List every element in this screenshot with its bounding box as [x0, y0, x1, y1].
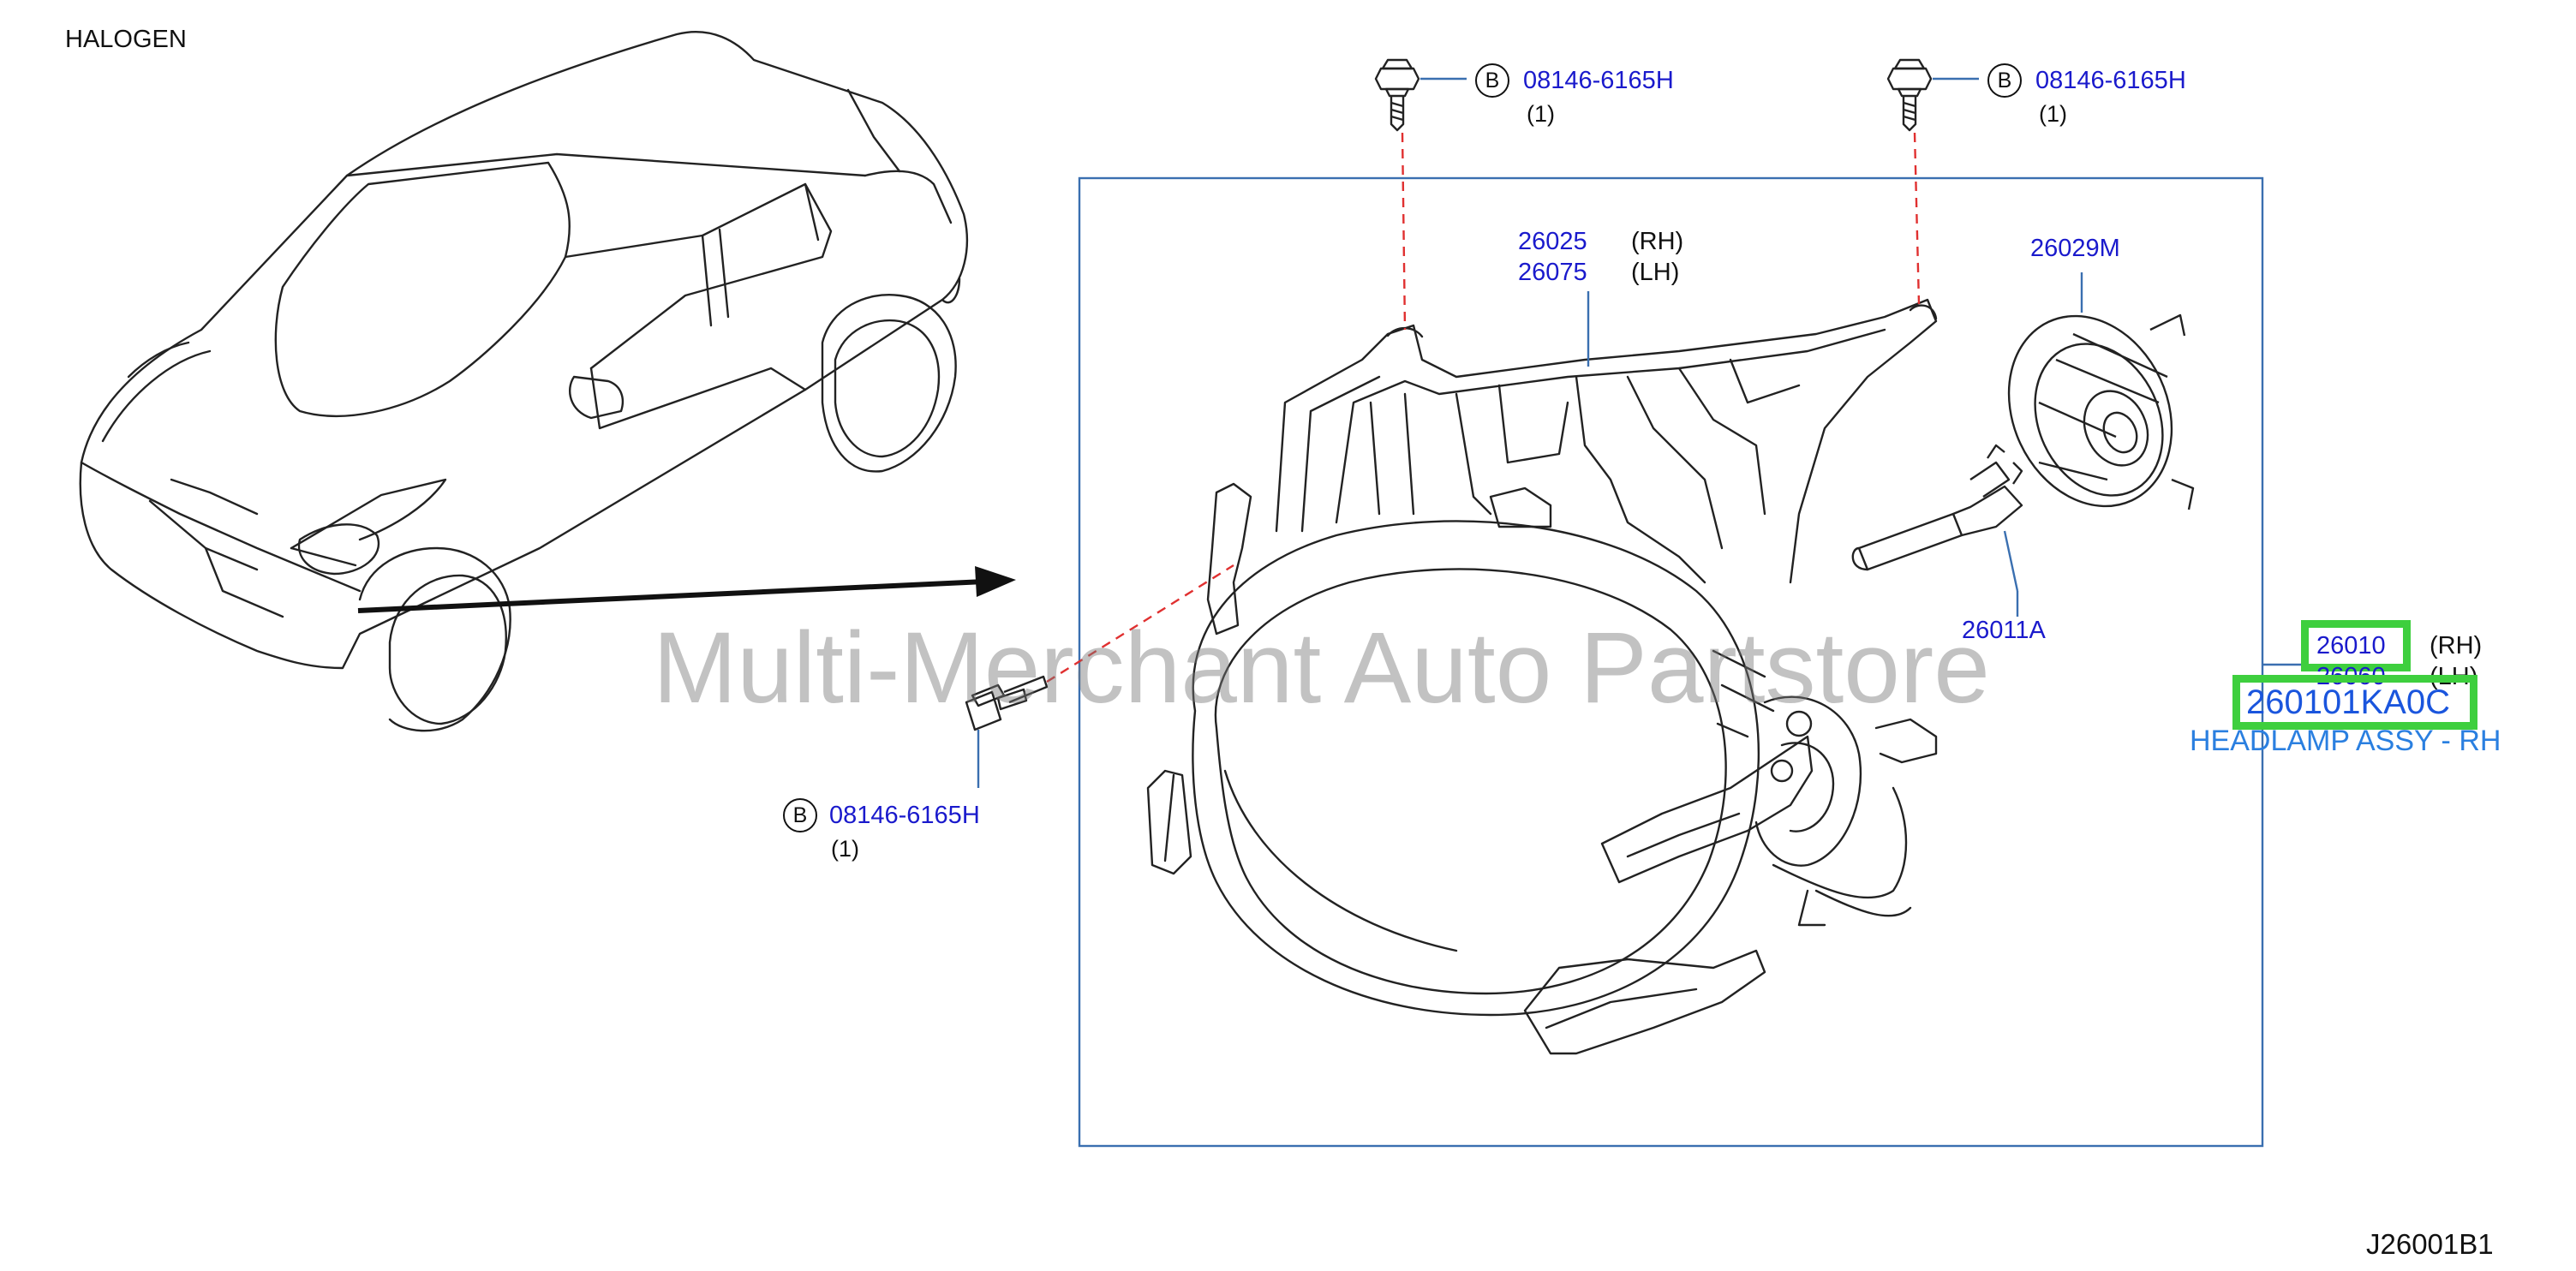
bolt-left-part[interactable]: 08146-6165H: [829, 802, 980, 829]
housing-side-lh: (LH): [1631, 259, 1680, 286]
bulb-illustration: [1851, 444, 2023, 617]
assembly-part-rh[interactable]: 26010: [2316, 632, 2386, 659]
socket-illustration: [2007, 272, 2195, 510]
housing-side-rh: (RH): [1631, 228, 1684, 255]
part-description: HEADLAMP ASSY - RH: [2190, 725, 2501, 757]
bolt-top-right-qty: (1): [2039, 101, 2067, 127]
watermark-text: Multi-Merchant Auto Partstore: [653, 612, 1990, 725]
housing-part-rh[interactable]: 26025: [1518, 228, 1587, 255]
highlighted-part-number[interactable]: 260101KA0C: [2246, 683, 2450, 721]
bolt-left-circle: B: [783, 798, 817, 832]
install-leaders: [1046, 132, 1921, 683]
pointer-arrow: [357, 566, 1016, 613]
bolt-top-left-part[interactable]: 08146-6165H: [1523, 67, 1674, 94]
bolt-top-left-qty: (1): [1527, 101, 1555, 127]
car-illustration: [79, 30, 969, 732]
variant-label: HALOGEN: [65, 26, 187, 53]
bolt-left-qty: (1): [831, 836, 859, 862]
bolt-left: [965, 675, 1049, 788]
bolt-top-right-circle: B: [1987, 63, 2022, 98]
socket-part[interactable]: 26029M: [2030, 235, 2120, 262]
housing-part-lh[interactable]: 26075: [1518, 259, 1587, 286]
diagram-code: J26001B1: [2366, 1228, 2494, 1260]
assembly-side-rh: (RH): [2430, 632, 2483, 659]
bolt-top-right: [1886, 58, 1979, 132]
bolt-top-left-circle: B: [1475, 63, 1509, 98]
headlamp-assembly: [1146, 298, 1938, 1055]
part-number-highlight: [2232, 675, 2477, 730]
bolt-top-right-part[interactable]: 08146-6165H: [2035, 67, 2186, 94]
bolt-top-left: [1374, 58, 1467, 132]
assembly-rh-highlight: [2301, 620, 2411, 671]
bulb-part[interactable]: 26011A: [1962, 617, 2046, 644]
